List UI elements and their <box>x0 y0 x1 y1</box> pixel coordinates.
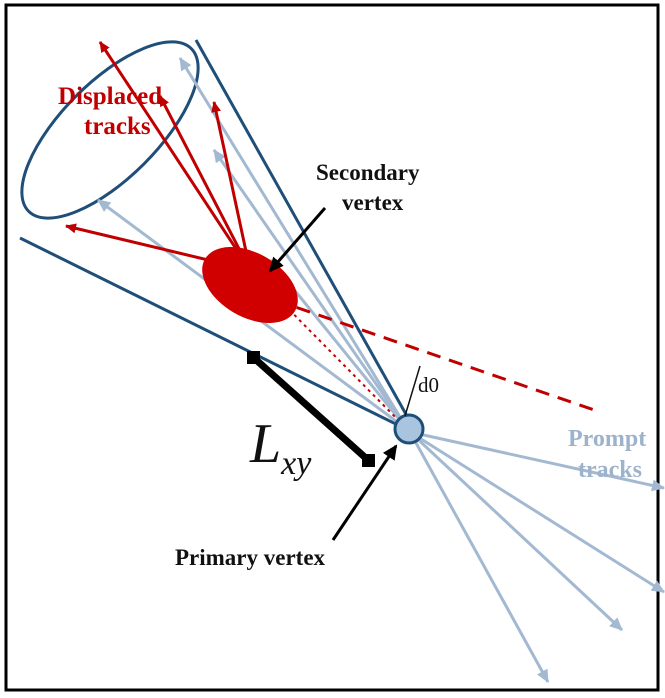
primary-vertex-label: Primary vertex <box>175 545 326 570</box>
d0-marker-line <box>404 365 421 417</box>
secondary-vertex-pointer-arrow <box>268 207 327 273</box>
primary-vertex-pointer-arrow <box>331 444 398 541</box>
extrapolated-track-dashed <box>274 298 601 414</box>
cone-lower-edge <box>19 236 413 434</box>
primary-vertex-circle <box>393 413 425 445</box>
lxy-bar-start-cap <box>247 351 260 364</box>
prompt-track-4 <box>408 431 550 683</box>
displaced-track-1 <box>98 41 252 271</box>
prompt-track-3 <box>408 430 624 632</box>
displaced-tracks-label-line2: tracks <box>84 113 151 140</box>
figure-frame <box>4 3 660 692</box>
lxy-label: Lxy <box>249 413 312 482</box>
lxy-bar <box>251 355 371 463</box>
d0-label: d0 <box>418 373 439 397</box>
displaced-tracks-label-line1: Displaced <box>58 83 162 110</box>
prompt-tracks-label-line1: Prompt <box>568 426 646 452</box>
prompt-track-2 <box>409 430 665 594</box>
lxy-bar-end-cap <box>362 454 375 467</box>
lxy-label-subscript: xy <box>280 445 312 482</box>
secondary-vertex-label-line1: Secondary <box>316 160 420 185</box>
secondary-vertex-label-line2: vertex <box>342 190 404 215</box>
displaced-track-3 <box>211 101 252 271</box>
displaced-track-2 <box>158 95 252 271</box>
prompt-track-1 <box>409 430 665 492</box>
lxy-label-main: L <box>249 413 281 475</box>
cone-opening-ellipse <box>20 40 200 220</box>
outgoing-prompt-tracks <box>408 430 665 683</box>
prompt-tracks-label-line2: tracks <box>578 457 642 483</box>
cone-track-2 <box>212 149 410 431</box>
